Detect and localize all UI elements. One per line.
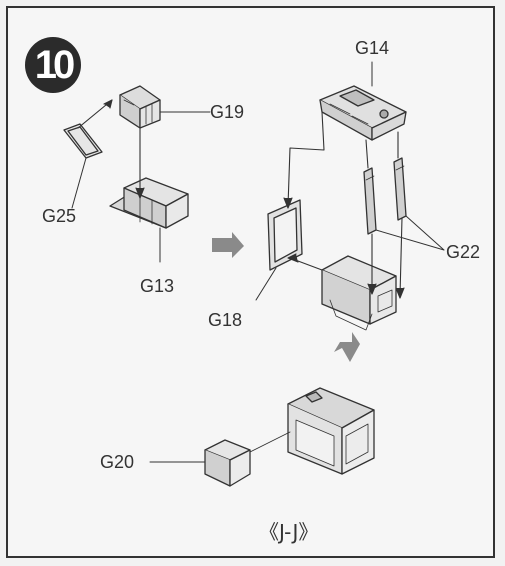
view-caption: 《J-J》 [259, 520, 319, 544]
part-g13 [109, 177, 189, 229]
label-g20: G20 [100, 452, 135, 472]
assembly-arrows [77, 99, 405, 453]
label-g14: G14 [355, 38, 390, 58]
leader-lines [71, 61, 445, 463]
part-lower-box [321, 255, 397, 331]
part-g20 [204, 439, 251, 487]
part-g19 [119, 85, 161, 129]
label-g19: G19 [210, 102, 245, 122]
step-arrows [212, 232, 360, 362]
label-g25: G25 [42, 206, 77, 226]
part-final-assembly [287, 387, 375, 475]
part-g25 [63, 123, 103, 159]
part-g14 [319, 85, 407, 141]
label-g22: G22 [446, 242, 481, 262]
label-g13: G13 [140, 276, 175, 296]
step-number: 10 [34, 42, 75, 87]
part-g22 [363, 157, 407, 235]
step-number-badge: 10 [25, 37, 81, 93]
label-g18: G18 [208, 310, 243, 330]
